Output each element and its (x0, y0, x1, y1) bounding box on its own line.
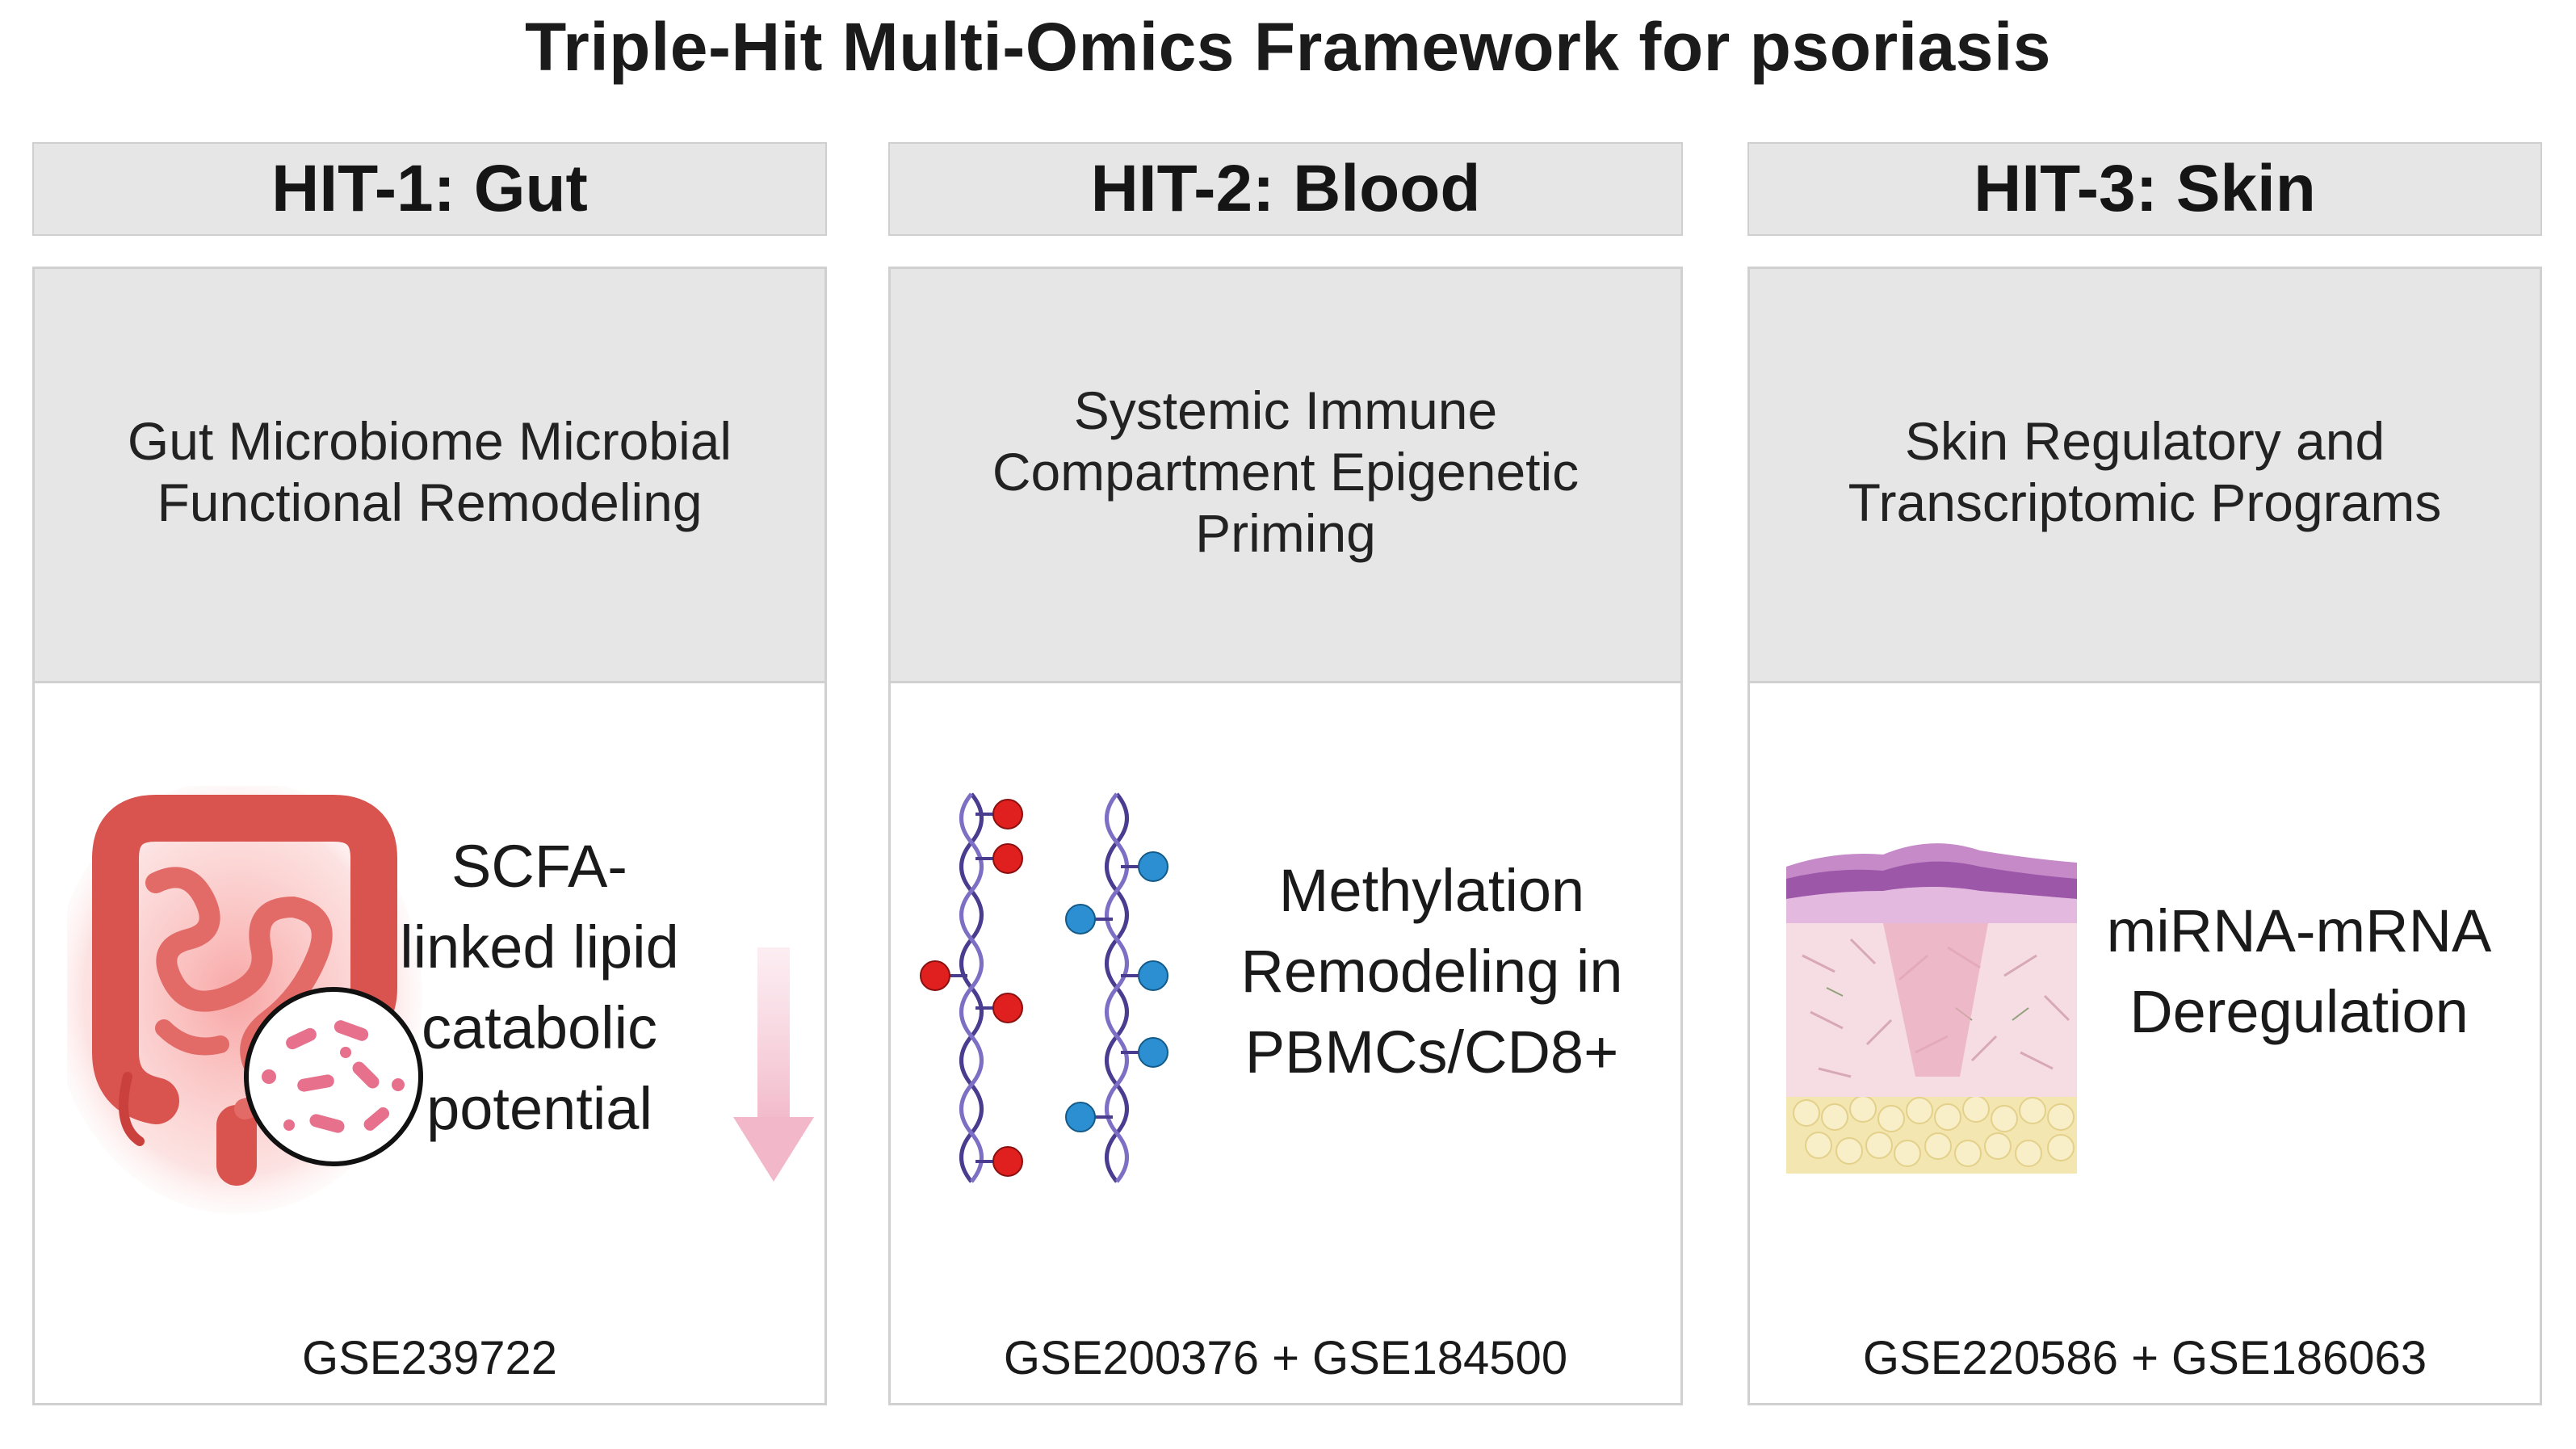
hit-description-box-gut: Gut Microbiome Microbial Functional Remo… (35, 269, 824, 683)
hit-column-skin: HIT-3: Skin Skin Regulatory and Transcri… (1747, 0, 2545, 1449)
hit-finding-blood: Methylation Remodeling in PBMCs/CD8+ (1240, 857, 1623, 1086)
hit-finding-skin: miRNA-mRNA Deregulation (2106, 897, 2492, 1045)
hit-panel-skin: Skin Regulatory and Transcriptomic Progr… (1747, 267, 2542, 1405)
hit-column-gut: HIT-1: Gut Gut Microbiome Microbial Func… (32, 0, 830, 1449)
diagram-title: Triple-Hit Multi-Omics Framework for pso… (524, 9, 2052, 85)
hit-column-blood: HIT-2: Blood Systemic Immune Compartment… (888, 0, 1686, 1449)
hit-description-skin: Skin Regulatory and Transcriptomic Progr… (1848, 411, 2442, 532)
hit-description-box-skin: Skin Regulatory and Transcriptomic Progr… (1750, 269, 2540, 683)
hit-panel-gut: Gut Microbiome Microbial Functional Remo… (32, 267, 827, 1405)
dataset-ids-gut: GSE239722 (301, 1332, 558, 1384)
dataset-ids-skin: GSE220586 + GSE186063 (1862, 1332, 2427, 1384)
hit-description-blood: Systemic Immune Compartment Epigenetic P… (992, 380, 1580, 563)
intestine-microbiome-icon (67, 786, 423, 1214)
hit-header-skin: HIT-3: Skin (1747, 142, 2542, 236)
hit-header-gut: HIT-1: Gut (32, 142, 827, 236)
skin-cross-section-icon (1786, 843, 2077, 1174)
hit-finding-gut: SCFA-linked lipid catabolic potential (400, 833, 679, 1142)
dataset-ids-blood: GSE200376 + GSE184500 (1003, 1332, 1568, 1384)
down-arrow-icon (733, 947, 814, 1182)
hit-header-blood: HIT-2: Blood (888, 142, 1683, 236)
hit-description-box-blood: Systemic Immune Compartment Epigenetic P… (891, 269, 1680, 683)
hit-panel-blood: Systemic Immune Compartment Epigenetic P… (888, 267, 1683, 1405)
dna-methylation-icon (920, 792, 1168, 1183)
hit-description-gut: Gut Microbiome Microbial Functional Remo… (127, 411, 732, 532)
